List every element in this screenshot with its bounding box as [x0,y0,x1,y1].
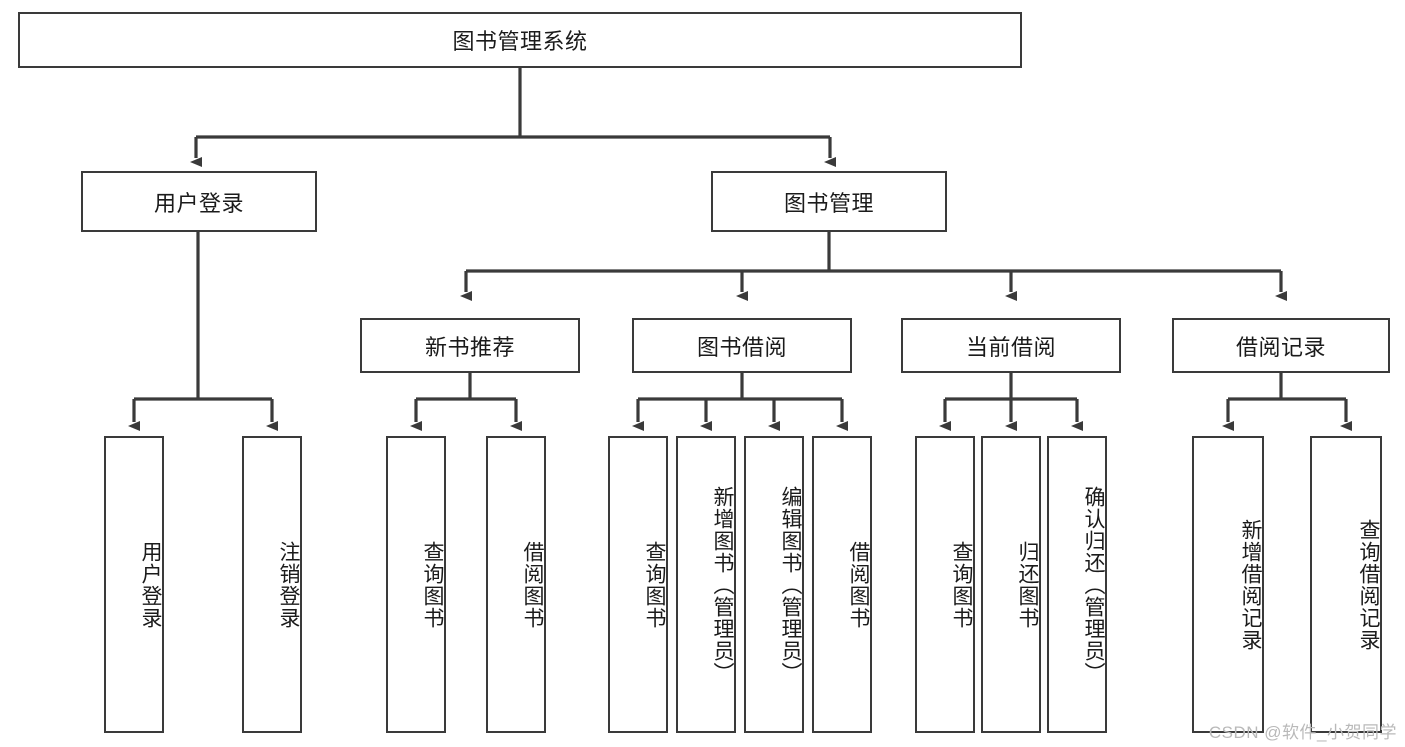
node-leaf-user-login[interactable]: 用户登录 [104,436,164,733]
node-user-login-label: 用户登录 [153,190,244,216]
node-current-borrow[interactable]: 当前借阅 [901,318,1121,373]
node-book-management-label: 图书管理 [783,190,874,216]
node-leaf-return-book-label: 归还图书 [1016,540,1039,629]
node-user-login[interactable]: 用户登录 [81,171,317,232]
node-current-borrow-label: 当前借阅 [965,334,1056,360]
node-leaf-borrow-book-1-label: 借阅图书 [521,540,544,629]
node-leaf-confirm-return-label: 确认归还（管理员） [1082,485,1105,684]
node-book-management[interactable]: 图书管理 [711,171,947,232]
node-leaf-query-book-2[interactable]: 查询图书 [608,436,668,733]
node-leaf-borrow-book-2[interactable]: 借阅图书 [812,436,872,733]
node-book-borrow-label: 图书借阅 [696,334,787,360]
node-new-book-recommend[interactable]: 新书推荐 [360,318,580,373]
node-leaf-add-record-label: 新增借阅记录 [1239,518,1262,651]
node-leaf-borrow-book-1[interactable]: 借阅图书 [486,436,546,733]
node-leaf-confirm-return[interactable]: 确认归还（管理员） [1047,436,1107,733]
node-leaf-add-book[interactable]: 新增图书（管理员） [676,436,736,733]
node-leaf-edit-book-label: 编辑图书（管理员） [779,485,802,684]
node-leaf-query-book-1[interactable]: 查询图书 [386,436,446,733]
node-leaf-query-record-label: 查询借阅记录 [1357,518,1380,651]
node-leaf-logout[interactable]: 注销登录 [242,436,302,733]
node-leaf-add-book-label: 新增图书（管理员） [711,485,734,684]
watermark: CSDN @软件_小贺同学 [1208,723,1397,742]
node-borrow-record[interactable]: 借阅记录 [1172,318,1390,373]
node-borrow-record-label: 借阅记录 [1235,334,1326,360]
node-leaf-add-record[interactable]: 新增借阅记录 [1192,436,1264,733]
node-leaf-borrow-book-2-label: 借阅图书 [847,540,870,629]
node-root-label: 图书管理系统 [452,29,588,54]
node-leaf-query-record[interactable]: 查询借阅记录 [1310,436,1382,733]
node-leaf-query-book-1-label: 查询图书 [421,540,444,629]
node-leaf-query-book-3-label: 查询图书 [950,540,973,629]
node-leaf-query-book-2-label: 查询图书 [643,540,666,629]
node-new-book-recommend-label: 新书推荐 [424,334,515,360]
node-leaf-return-book[interactable]: 归还图书 [981,436,1041,733]
node-leaf-query-book-3[interactable]: 查询图书 [915,436,975,733]
node-book-borrow[interactable]: 图书借阅 [632,318,852,373]
node-root[interactable]: 图书管理系统 [18,12,1022,68]
node-leaf-user-login-label: 用户登录 [139,540,162,629]
node-leaf-edit-book[interactable]: 编辑图书（管理员） [744,436,804,733]
node-leaf-logout-label: 注销登录 [277,540,300,629]
